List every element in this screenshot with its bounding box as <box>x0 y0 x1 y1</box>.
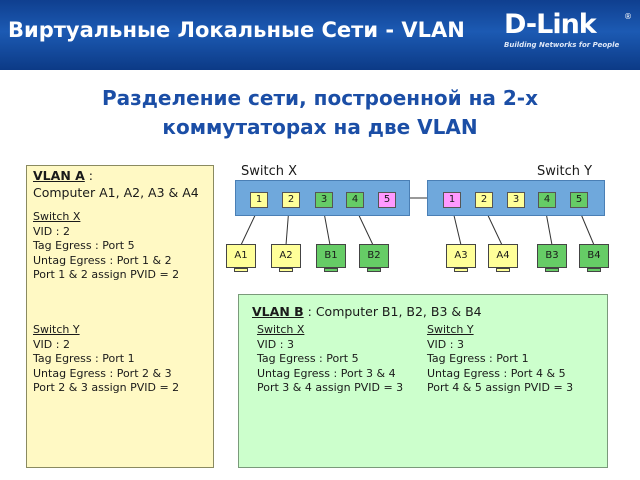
computer-b4: B4 <box>579 244 609 268</box>
config-line: VID : 3 <box>427 337 464 351</box>
switch-x-port-1: 1 <box>250 192 268 208</box>
switch-y-port-5: 5 <box>570 192 588 208</box>
config-line: Port 3 & 4 assign PVID = 3 <box>257 381 404 394</box>
vlan-b-members: : Computer B1, B2, B3 & B4 <box>303 304 482 319</box>
vlan-a-box: VLAN A : Computer A1, A2, A3 & A4 Switch… <box>26 165 214 468</box>
vlan-a-name: VLAN A <box>33 168 85 183</box>
config-line: Tag Egress : Port 5 <box>33 239 135 252</box>
switch-x-port-3: 3 <box>315 192 333 208</box>
vlan-b-switch-y-title: Switch Y <box>427 323 474 336</box>
config-line: VID : 2 <box>33 337 70 351</box>
config-line: Untag Egress : Port 2 & 3 <box>33 366 172 380</box>
vlan-a-header: VLAN A : <box>33 168 93 183</box>
header-bar: Виртуальные Локальные Сети - VLAN D-Link… <box>0 0 640 70</box>
config-line: Untag Egress : Port 3 & 4 <box>257 366 396 380</box>
vlan-b-switch-y-info: Switch Y VID : 3 Tag Egress : Port 1 Unt… <box>427 323 573 396</box>
computer-a2: A2 <box>271 244 301 268</box>
vlan-b-header: VLAN B : Computer B1, B2, B3 & B4 <box>252 304 482 319</box>
page-header-title: Виртуальные Локальные Сети - VLAN <box>8 18 465 42</box>
vlan-a-switch-x-info: Switch X VID : 2 Tag Egress : Port 5 Unt… <box>33 210 179 283</box>
switch-x-port-2: 2 <box>282 192 300 208</box>
computer-a3: A3 <box>446 244 476 268</box>
switch-y-port-4: 4 <box>538 192 556 208</box>
switch-x-port-5: 5 <box>378 192 396 208</box>
computer-stand <box>587 268 601 272</box>
computer-stand <box>496 268 510 272</box>
computer-b1: B1 <box>316 244 346 268</box>
computer-b3: B3 <box>537 244 567 268</box>
vlan-a-switch-y-title: Switch Y <box>33 323 80 336</box>
vlan-a-switch-y-info: Switch Y VID : 2 Tag Egress : Port 1 Unt… <box>33 323 179 396</box>
computer-a4: A4 <box>488 244 518 268</box>
vlan-b-box: VLAN B : Computer B1, B2, B3 & B4 Switch… <box>238 294 608 468</box>
d-link-logo: D-Link ® Building Networks for People <box>504 9 632 56</box>
vlan-b-switch-x-info: Switch X VID : 3 Tag Egress : Port 5 Unt… <box>257 323 403 396</box>
config-line: Untag Egress : Port 4 & 5 <box>427 366 566 380</box>
computer-a1: A1 <box>226 244 256 268</box>
config-line: Port 2 & 3 assign PVID = 2 <box>33 381 180 394</box>
switch-y-port-2: 2 <box>475 192 493 208</box>
slide-title: Разделение сети, построенной на 2-х комм… <box>0 84 640 142</box>
config-line: Port 4 & 5 assign PVID = 3 <box>427 381 574 394</box>
switch-x-label: Switch X <box>241 164 298 179</box>
switch-y-label: Switch Y <box>537 164 593 179</box>
vlan-b-name: VLAN B <box>252 304 304 319</box>
switch-y-port-1: 1 <box>443 192 461 208</box>
logo-tagline: Building Networks for People <box>504 41 620 49</box>
computer-stand <box>454 268 468 272</box>
computer-stand <box>545 268 559 272</box>
computer-b2: B2 <box>359 244 389 268</box>
computer-stand <box>367 268 381 272</box>
config-line: VID : 2 <box>33 224 70 238</box>
registered-mark-icon: ® <box>624 12 632 21</box>
vlan-a-colon: : <box>84 168 93 183</box>
config-line: VID : 3 <box>257 337 294 351</box>
logo-wordmark: D-Link <box>504 9 597 40</box>
vlan-a-switch-x-title: Switch X <box>33 210 81 223</box>
config-line: Untag Egress : Port 1 & 2 <box>33 253 172 267</box>
vlan-a-members: Computer A1, A2, A3 & A4 <box>33 185 199 200</box>
vlan-b-switch-x-title: Switch X <box>257 323 305 336</box>
computer-stand <box>324 268 338 272</box>
config-line: Tag Egress : Port 5 <box>257 352 359 365</box>
config-line: Tag Egress : Port 1 <box>427 352 529 365</box>
computer-stand <box>234 268 248 272</box>
slide-title-line-1: Разделение сети, построенной на 2-х <box>101 86 539 110</box>
config-line: Tag Egress : Port 1 <box>33 352 135 365</box>
slide-title-line-2: коммутаторах на две VLAN <box>162 115 478 139</box>
config-line: Port 1 & 2 assign PVID = 2 <box>33 268 180 281</box>
computer-stand <box>279 268 293 272</box>
switch-y-port-3: 3 <box>507 192 525 208</box>
switch-x-port-4: 4 <box>346 192 364 208</box>
